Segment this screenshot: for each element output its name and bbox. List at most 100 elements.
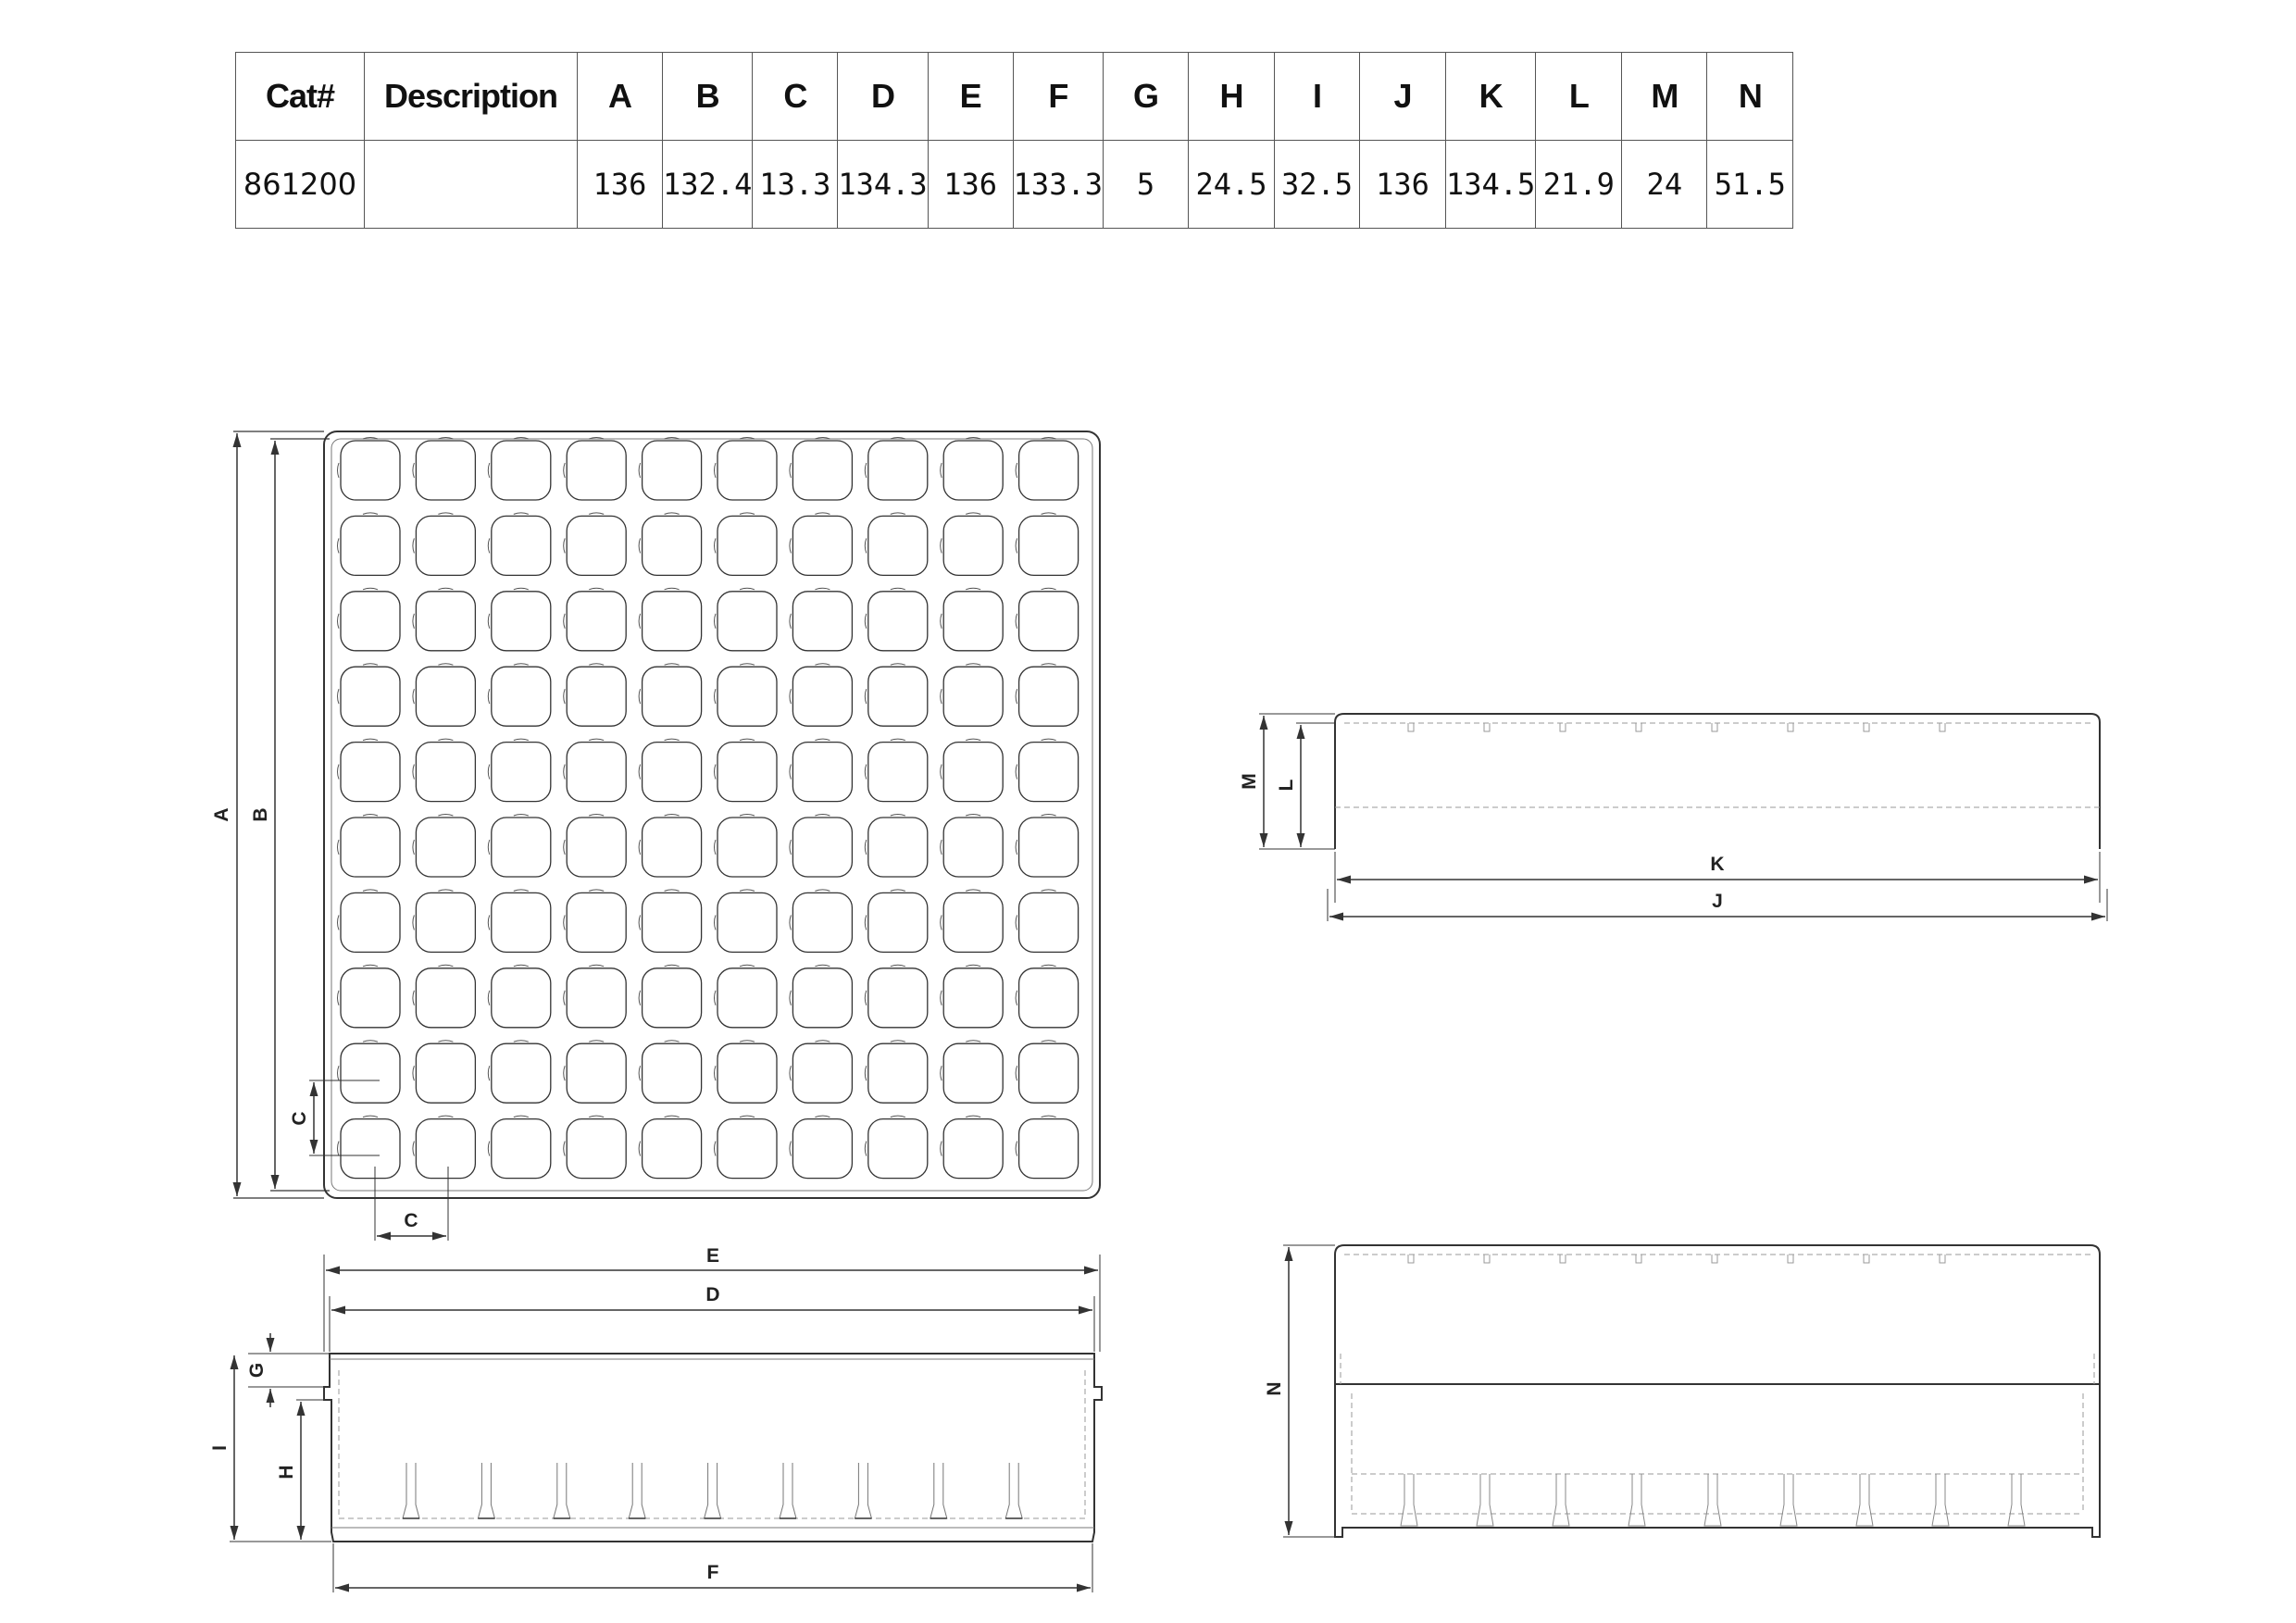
cell-notch [362,587,379,591]
cell-notch [513,1040,529,1042]
grid-cell [415,968,477,1029]
base-peg [703,1463,722,1519]
cell-notch [714,613,717,629]
cell-notch [890,587,905,591]
grid-cell [566,968,627,1029]
cell-notch [966,738,981,742]
cell-notch [864,1141,867,1156]
cell-notch [815,663,830,666]
cell-notch [714,689,717,705]
label-m: M [1239,773,1260,790]
cell-notch [362,964,379,968]
cell-notch [966,437,981,440]
cell-notch [1015,538,1018,554]
cell-notch [487,839,491,855]
grid-cell [415,1117,477,1180]
lid-tick [1711,723,1718,732]
cell-notch [1041,738,1056,742]
cell-a: 136 [577,140,663,229]
cell-notch [1015,1066,1018,1081]
cell-notch [362,738,379,742]
cell-notch [513,663,529,666]
cell-notch [815,1115,830,1118]
cell-notch [513,964,529,968]
label-a: A [211,807,232,821]
lid-tick [1559,723,1566,732]
cell-notch [412,990,415,1005]
cell-notch [362,889,379,892]
cell-notch [890,889,905,892]
label-h: H [276,1465,297,1479]
grid-cell [415,591,477,652]
cell-cat: 861200 [235,140,365,229]
cell-notch [664,1115,680,1118]
base-peg [779,1463,797,1519]
cell-notch [638,990,642,1005]
cell-notch [1015,689,1018,705]
cell-notch [589,964,605,968]
grid-cell [340,741,401,803]
cell-notch [638,462,642,479]
label-b: B [250,807,271,821]
grid-cell [867,1117,929,1180]
cell-notch [664,738,680,742]
cell-notch [362,1115,379,1118]
grid-cell [641,892,703,954]
cell-notch [589,437,605,440]
cell-notch [664,587,680,591]
label-i: I [209,1445,231,1451]
grid-cell [792,515,854,577]
cell-notch [714,839,717,855]
grid-cell [566,817,627,878]
cell-notch [412,689,415,705]
cell-notch [589,889,605,892]
cell-n: 51.5 [1706,140,1794,229]
grid-cell [792,666,854,727]
cell-m: 24 [1621,140,1708,229]
grid-cell [491,440,552,501]
grid-cell [942,515,1004,577]
grid-cell [340,666,401,727]
cell-notch [739,1115,755,1118]
grid-cell [340,1042,401,1104]
grid-cell [415,1042,477,1104]
cell-notch [337,538,340,554]
grid-cell [1017,1117,1079,1180]
cell-notch [487,990,491,1005]
grid-cell [867,591,929,652]
dimension-a: A [211,431,324,1199]
cell-notch [487,689,491,705]
cell-notch [337,839,340,855]
cell-notch [1015,613,1018,629]
cell-notch [638,1066,642,1081]
cell-notch [362,663,379,666]
cell-notch [1041,1040,1056,1042]
cell-notch [864,538,867,554]
cell-notch [362,437,379,440]
grid-cell [641,1117,703,1180]
grid-cell [717,666,778,727]
cell-notch [337,764,340,780]
grid-cell [942,968,1004,1029]
cell-notch [739,814,755,817]
cell-g: 5 [1102,140,1189,229]
cell-notch [589,587,605,591]
cell-notch [664,512,680,515]
grid-cell [942,591,1004,652]
grid-cell [566,1042,627,1104]
cell-notch [714,462,717,479]
grid-cell [491,591,552,652]
assembled-peg [1703,1474,1722,1527]
grid-cell [717,440,778,501]
cell-notch [513,814,529,817]
grid-cell [792,440,854,501]
dimension-c-vertical: C [289,1080,380,1156]
grid-cell [1017,515,1079,577]
cell-notch [563,689,566,705]
cell-notch [589,738,605,742]
grid-cell [792,892,854,954]
grid-cell [415,817,477,878]
cell-notch [940,915,942,930]
grid-cell [1017,591,1079,652]
label-n: N [1264,1381,1285,1395]
